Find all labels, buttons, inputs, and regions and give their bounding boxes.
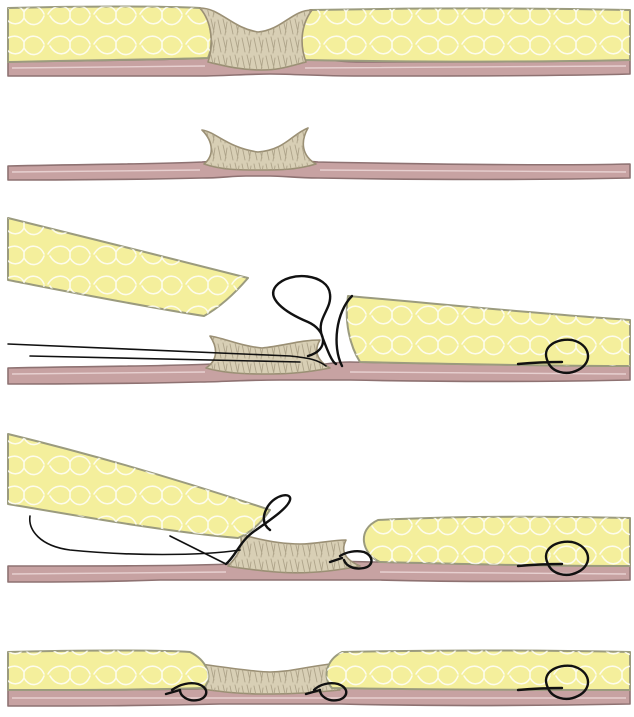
- panel-4-second-suture-pass: [8, 434, 630, 582]
- panel-1-scar-between-fat: [8, 7, 630, 77]
- panel-5-sutures-tied: [8, 651, 630, 707]
- panel-2-scar-excised: [8, 128, 630, 180]
- suture-tail: [170, 536, 226, 564]
- panel-3-first-suture-pass: [8, 218, 630, 384]
